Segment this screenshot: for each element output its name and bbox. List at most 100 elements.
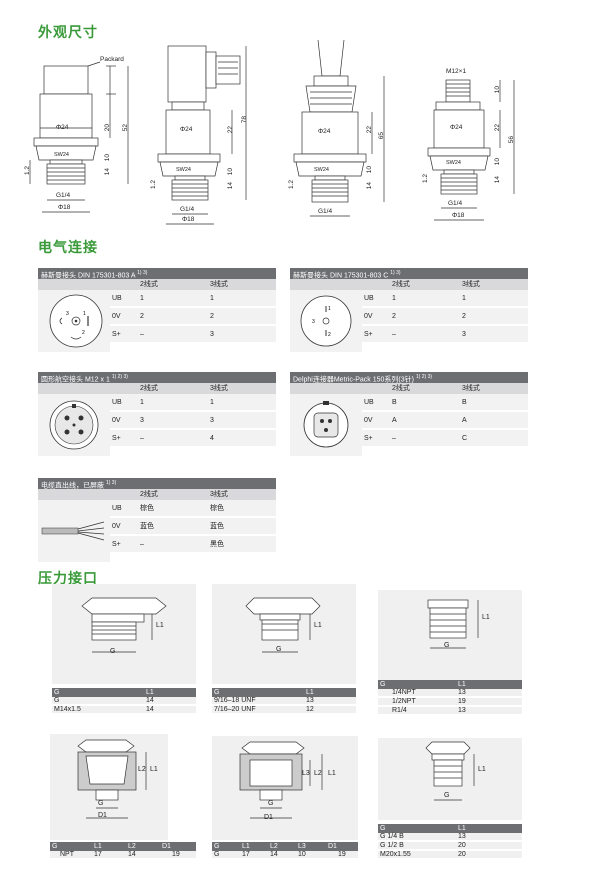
label-h10: 10 — [227, 168, 234, 176]
svg-text:3: 3 — [312, 319, 315, 325]
dimension-drawings — [29, 40, 515, 225]
connector-title: 圆形航空接头 M12 x 1 1) 2) 3) — [38, 372, 276, 383]
label-h12: 1.2 — [288, 180, 295, 190]
svg-text:1: 1 — [328, 306, 331, 312]
table-row: S+–4 — [110, 430, 276, 447]
label-d24: Φ24 — [56, 124, 69, 131]
label-d18: Φ18 — [58, 204, 71, 211]
svg-text:2: 2 — [328, 332, 331, 338]
connector-table-hirschmann-a: 赫斯曼接头 DIN 175301-803 A 1) 3) 2线式 3线式 3 1 2… — [38, 268, 276, 352]
label-d24: Φ24 — [318, 128, 331, 135]
section-title-pressure: 压力接口 — [38, 570, 98, 586]
dimension-drawing-packard — [29, 61, 129, 213]
label-h65: 65 — [378, 132, 385, 140]
label-h52: 52 — [122, 124, 129, 132]
label-h12: 1.2 — [24, 166, 31, 176]
connector-pinout-image — [38, 394, 110, 456]
dimension-drawing-hirschmann — [157, 45, 247, 225]
dimension-labels: Packard Φ24 20 52 SW24 10 14 1.2 G1/4 Φ1… — [0, 40, 594, 235]
label-thread: G1/4 — [180, 206, 195, 213]
label-sw: SW24 — [54, 152, 69, 158]
connector-pinout-image: 3 1 2 — [38, 290, 110, 352]
label-h14: 14 — [366, 182, 373, 190]
label-h10: 10 — [366, 166, 373, 174]
label-h78: 78 — [241, 116, 248, 124]
pressure-port-drawing-4: G D1 L2 L1 — [50, 734, 168, 840]
label-h14: 14 — [227, 182, 234, 190]
connector-table-delphi: Delphi连接器Metric-Pack 150系列(3针) 1) 2) 3) … — [290, 372, 528, 456]
connector-title: Delphi连接器Metric-Pack 150系列(3针) 1) 2) 3) — [290, 372, 528, 383]
connector-title: 赫斯曼接头 DIN 175301-803 A 1) 3) — [38, 268, 276, 279]
label-m12: M12×1 — [446, 68, 467, 75]
col-3wire: 3线式 — [458, 383, 528, 394]
col-2wire: 2线式 — [388, 279, 458, 290]
svg-text:2: 2 — [82, 330, 85, 336]
col-3wire: 3线式 — [206, 383, 276, 394]
connector-table-hirschmann-c: 赫斯曼接头 DIN 175301-803 C 1) 3) 2线式 3线式 3 1 2… — [290, 268, 528, 352]
label-sw: SW24 — [446, 160, 461, 166]
section-title-dimensions: 外观尺寸 — [38, 24, 98, 40]
dimension-drawing-m12 — [427, 79, 515, 221]
label-d18: Φ18 — [452, 212, 465, 219]
label-h14: 14 — [104, 168, 111, 176]
connector-pinout-image: 3 1 2 — [290, 290, 362, 352]
label-h22: 22 — [366, 126, 373, 134]
label-d18: Φ18 — [182, 216, 195, 223]
col-2wire: 2线式 — [136, 383, 206, 394]
label-h10: 10 — [104, 154, 111, 162]
table-row: S+–C — [362, 430, 528, 447]
label-thread: G1/4 — [56, 192, 71, 199]
connector-title: 电缆直出线，已屏蔽 1) 3) — [38, 478, 276, 489]
pressure-port-drawing-2: G L1 — [212, 584, 356, 684]
pressure-port-drawing-6: G L1 — [378, 738, 522, 820]
col-3wire: 3线式 — [206, 489, 276, 500]
label-thread: G1/4 — [318, 208, 333, 215]
label-h12: 1.2 — [150, 180, 157, 190]
pressure-port-drawing-3: G L1 — [378, 590, 522, 680]
svg-text:3: 3 — [66, 311, 69, 317]
col-2wire: 2线式 — [136, 279, 206, 290]
label-h12: 1.2 — [422, 174, 429, 184]
label-sw: SW24 — [176, 167, 191, 173]
cable-image — [38, 500, 110, 562]
label-packard: Packard — [100, 56, 124, 63]
label-h22: 22 — [494, 124, 501, 132]
svg-text:1: 1 — [83, 311, 86, 317]
col-3wire: 3线式 — [458, 279, 528, 290]
label-h14: 14 — [494, 176, 501, 184]
pressure-port-drawing-5: G D1 L3 L2 L1 — [212, 736, 358, 840]
label-thread: G1/4 — [448, 200, 463, 207]
connector-title: 赫斯曼接头 DIN 175301-803 C 1) 3) — [290, 268, 528, 279]
col-3wire: 3线式 — [206, 279, 276, 290]
dimension-drawing-cable — [293, 40, 385, 217]
label-h10a: 10 — [494, 86, 501, 94]
label-d24: Φ24 — [450, 124, 463, 131]
label-h20: 20 — [104, 124, 111, 132]
col-2wire: 2线式 — [388, 383, 458, 394]
col-2wire: 2线式 — [136, 489, 206, 500]
